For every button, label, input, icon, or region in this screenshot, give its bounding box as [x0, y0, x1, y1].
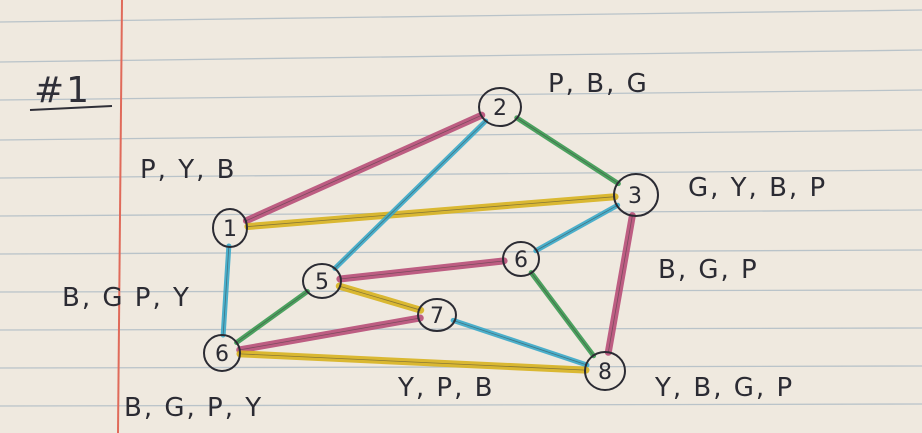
- node-3-colors: G, Y, B, P: [688, 173, 827, 203]
- node-6-upper: 6: [502, 241, 540, 277]
- node-3-label: 3: [628, 184, 644, 209]
- edge-pen-n5-n6: [339, 260, 505, 280]
- node-8: 8: [584, 351, 626, 391]
- edge-pen-n3-n6: [535, 204, 618, 252]
- node-8-colors: Y, B, G, P: [654, 373, 794, 403]
- node-1-label: 1: [223, 217, 239, 242]
- node-1: 1: [212, 208, 248, 248]
- margin-line: [117, 0, 123, 433]
- node-6-upper-colors: B, G, P: [658, 255, 759, 285]
- edge-pen-n2-n5: [334, 120, 486, 269]
- edge-pen-n5-n4: [236, 291, 308, 343]
- edge-pen-n4-n8: [239, 353, 587, 371]
- node-2: 2: [478, 87, 522, 127]
- edge-pen-n5-n7: [339, 285, 421, 311]
- node-3: 3: [613, 173, 659, 217]
- node-5: 5: [302, 263, 342, 299]
- edge-pen-n1-n4: [222, 245, 230, 336]
- edge-pen-n6-n8: [530, 272, 594, 357]
- node-7: 7: [417, 298, 457, 332]
- edge-pen-n7-n8: [453, 319, 588, 366]
- edges: [220, 111, 636, 374]
- node-6-lower-side-colors: B, G P, Y: [62, 283, 191, 313]
- node-1-colors: P, Y, B: [140, 155, 236, 185]
- edge-pen-n1-n2: [246, 114, 482, 222]
- node-5-label: 5: [315, 270, 331, 295]
- title-underline: [29, 105, 113, 111]
- edge-pen-n2-n3: [516, 117, 619, 184]
- node-6-lower: 6: [203, 334, 241, 372]
- node-6-lower-below-colors: B, G, P, Y: [124, 393, 263, 423]
- node-8-label: 8: [598, 360, 614, 385]
- page-title: #1: [34, 70, 91, 111]
- edge-pen-n4-n7: [239, 317, 421, 351]
- node-6-lower-label: 6: [215, 342, 231, 367]
- node-2-label: 2: [493, 96, 509, 121]
- edge-pen-n1-n3: [247, 196, 616, 227]
- node-2-colors: P, B, G: [548, 69, 649, 99]
- edge-pen-n3-n8: [607, 215, 633, 353]
- ruled-lines: [0, 9, 922, 407]
- node-7-colors: Y, P, B: [397, 373, 494, 403]
- node-7-label: 7: [430, 304, 446, 329]
- node-6-upper-label: 6: [514, 248, 530, 273]
